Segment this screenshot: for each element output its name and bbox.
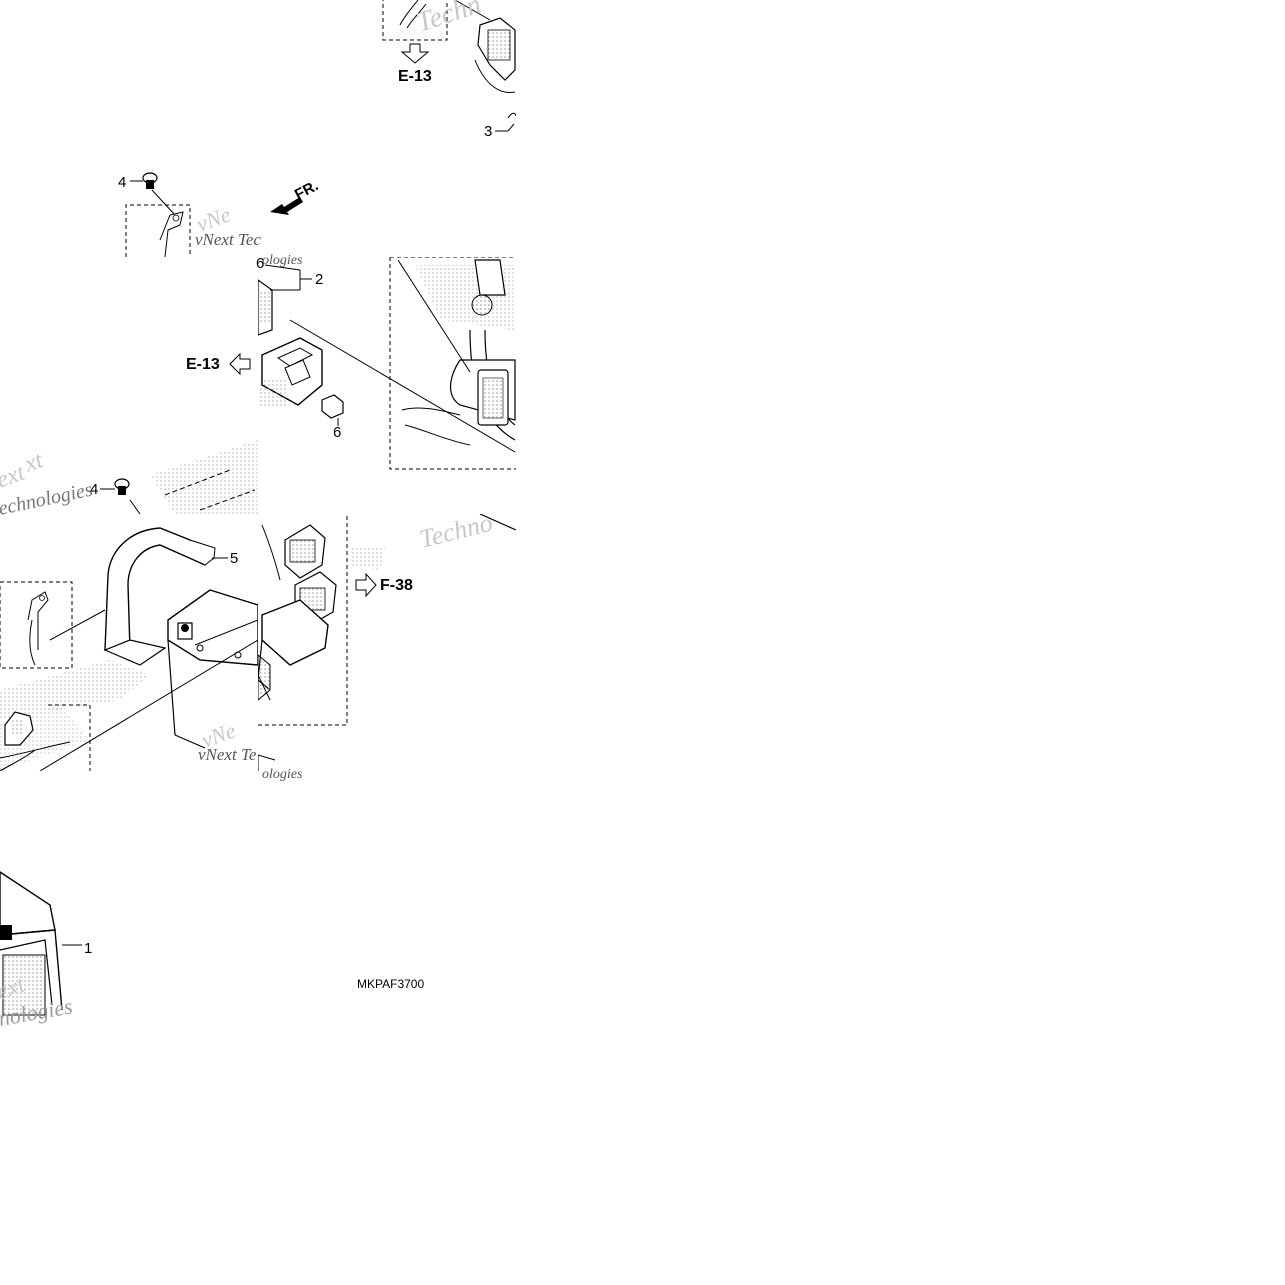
watermark: Techn [413, 0, 485, 39]
connector-section [258, 514, 516, 771]
watermark: vNext Tec [195, 230, 261, 249]
callout-6: 6 [333, 424, 341, 441]
frame-section [150, 440, 258, 514]
front-direction-arrow-icon [270, 197, 303, 215]
callout-5: 5 [230, 550, 238, 567]
bolt-part-4b [100, 478, 141, 515]
top-section [125, 0, 516, 258]
drawing-code: MKPAF3700 [357, 977, 424, 991]
watermark: ologies [262, 767, 303, 782]
watermark: ologies [262, 253, 303, 268]
battery-band-section [0, 527, 258, 771]
watermark-layer: Techn vNext Tec ologies ext echnologies … [0, 0, 495, 1031]
battery-top [167, 589, 258, 749]
callout-2: 2 [315, 271, 323, 288]
callout-6: 6 [256, 255, 264, 272]
page-reference-e13: E-13 [398, 68, 432, 85]
hollow-arrow-down-icon [400, 43, 430, 64]
battery-band-part-5 [103, 527, 216, 666]
callout-labels: 3 4 6 2 6 4 5 1 [84, 123, 492, 957]
hollow-arrow-left-icon [229, 352, 251, 376]
bolt-part-4a [130, 172, 176, 216]
watermark: Techno [416, 508, 495, 554]
battery-part-1 [0, 871, 82, 1016]
relay-part-2 [258, 337, 323, 408]
fuse-part-6 [321, 394, 344, 426]
callout-4: 4 [90, 481, 98, 498]
callout-3: 3 [484, 123, 492, 140]
page-reference-e13: E-13 [186, 356, 220, 373]
page-reference-f38: F-38 [380, 577, 413, 594]
relay-section [258, 257, 516, 470]
callout-1: 1 [84, 940, 92, 957]
callout-4: 4 [118, 174, 126, 191]
watermark: vNext Te [198, 745, 257, 764]
hollow-arrow-right-icon [355, 572, 377, 598]
